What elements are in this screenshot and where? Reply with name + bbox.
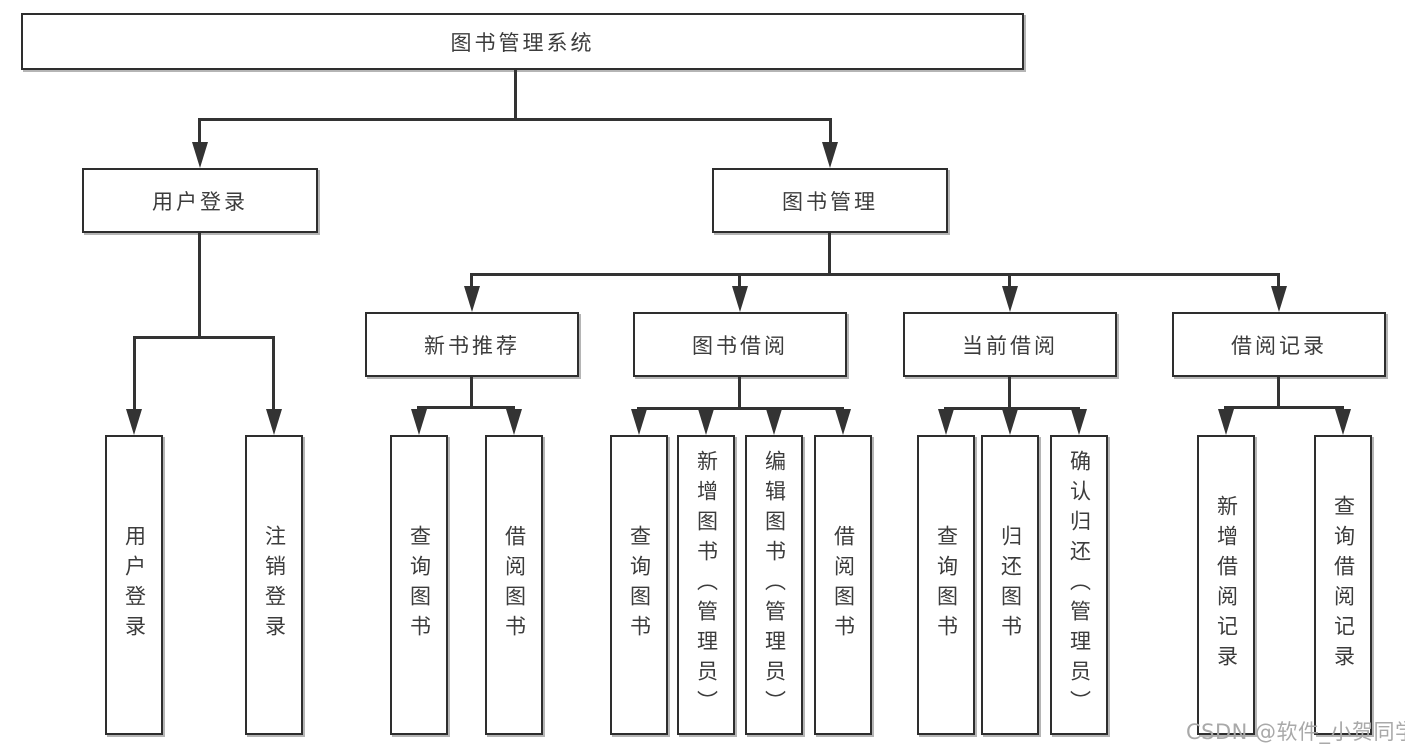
- connector-line: [828, 233, 831, 273]
- connector-line: [514, 70, 517, 118]
- node-book-borrowing: 图书借阅: [633, 312, 847, 377]
- arrow-down-icon: [698, 409, 714, 435]
- arrow-down-icon: [411, 409, 427, 435]
- node-user-login-label: 用户登录: [152, 189, 248, 214]
- leaf-borrow-books-recommend-label: 借阅图书: [502, 525, 527, 645]
- node-current-borrowing-label: 当前借阅: [962, 333, 1058, 358]
- node-book-management-label: 图书管理: [782, 189, 878, 214]
- leaf-query-books-borrow-label: 查询图书: [627, 525, 652, 645]
- leaf-add-books-admin: 新增图书（管理员）: [677, 435, 735, 735]
- leaf-logout: 注销登录: [245, 435, 303, 735]
- leaf-logout-label: 注销登录: [262, 525, 287, 645]
- connector-line: [198, 118, 201, 144]
- leaf-user-login: 用户登录: [105, 435, 163, 735]
- arrow-down-icon: [266, 409, 282, 435]
- connector-line: [470, 377, 473, 409]
- leaf-user-login-label: 用户登录: [122, 525, 147, 645]
- node-library-system: 图书管理系统: [21, 13, 1024, 70]
- node-new-book-recommend: 新书推荐: [365, 312, 579, 377]
- leaf-query-books-borrow: 查询图书: [610, 435, 668, 735]
- connector-line: [829, 118, 832, 144]
- arrow-down-icon: [822, 142, 838, 168]
- connector-line: [1008, 273, 1011, 288]
- connector-line: [1277, 377, 1280, 409]
- connector-line: [1224, 406, 1344, 409]
- connector-line: [133, 336, 136, 411]
- connector-line: [1277, 273, 1280, 288]
- leaf-return-books-label: 归还图书: [998, 525, 1023, 645]
- connector-line: [738, 377, 741, 410]
- node-user-login: 用户登录: [82, 168, 318, 233]
- connector-line: [738, 273, 741, 288]
- leaf-query-borrow-record-label: 查询借阅记录: [1331, 495, 1356, 675]
- leaf-edit-books-admin-label: 编辑图书（管理员）: [762, 450, 787, 720]
- connector-line: [133, 336, 274, 339]
- arrow-down-icon: [1271, 286, 1287, 312]
- arrow-down-icon: [1071, 409, 1087, 435]
- leaf-borrow-books-label: 借阅图书: [831, 525, 856, 645]
- arrow-down-icon: [835, 409, 851, 435]
- arrow-down-icon: [464, 286, 480, 312]
- connector-line: [470, 273, 1280, 276]
- leaf-borrow-books: 借阅图书: [814, 435, 872, 735]
- leaf-query-borrow-record: 查询借阅记录: [1314, 435, 1372, 735]
- arrow-down-icon: [126, 409, 142, 435]
- leaf-query-books-current: 查询图书: [917, 435, 975, 735]
- connector-line: [637, 407, 844, 410]
- leaf-query-books-current-label: 查询图书: [934, 525, 959, 645]
- leaf-edit-books-admin: 编辑图书（管理员）: [745, 435, 803, 735]
- leaf-add-borrow-record: 新增借阅记录: [1197, 435, 1255, 735]
- node-borrowing-records: 借阅记录: [1172, 312, 1386, 377]
- csdn-watermark: CSDN @软件_小贺同学: [1186, 720, 1405, 744]
- connector-line: [1008, 377, 1011, 410]
- arrow-down-icon: [1002, 409, 1018, 435]
- leaf-borrow-books-recommend: 借阅图书: [485, 435, 543, 735]
- node-current-borrowing: 当前借阅: [903, 312, 1117, 377]
- node-new-book-recommend-label: 新书推荐: [424, 333, 520, 358]
- node-borrowing-records-label: 借阅记录: [1231, 333, 1327, 358]
- arrow-down-icon: [732, 286, 748, 312]
- connector-line: [944, 407, 1080, 410]
- node-book-borrowing-label: 图书借阅: [692, 333, 788, 358]
- connector-line: [198, 118, 832, 121]
- node-book-management: 图书管理: [712, 168, 948, 233]
- leaf-add-books-admin-label: 新增图书（管理员）: [694, 450, 719, 720]
- arrow-down-icon: [766, 409, 782, 435]
- leaf-query-books-recommend-label: 查询图书: [407, 525, 432, 645]
- connector-line: [198, 233, 201, 336]
- leaf-confirm-return-admin: 确认归还（管理员）: [1050, 435, 1108, 735]
- arrow-down-icon: [938, 409, 954, 435]
- connector-line: [417, 406, 515, 409]
- leaf-add-borrow-record-label: 新增借阅记录: [1214, 495, 1239, 675]
- leaf-query-books-recommend: 查询图书: [390, 435, 448, 735]
- connector-line: [272, 336, 275, 411]
- leaf-confirm-return-admin-label: 确认归还（管理员）: [1067, 450, 1092, 720]
- arrow-down-icon: [631, 409, 647, 435]
- arrow-down-icon: [1002, 286, 1018, 312]
- arrow-down-icon: [1218, 409, 1234, 435]
- arrow-down-icon: [1335, 409, 1351, 435]
- connector-line: [470, 273, 473, 288]
- arrow-down-icon: [192, 142, 208, 168]
- node-library-system-label: 图书管理系统: [450, 30, 595, 55]
- leaf-return-books: 归还图书: [981, 435, 1039, 735]
- arrow-down-icon: [506, 409, 522, 435]
